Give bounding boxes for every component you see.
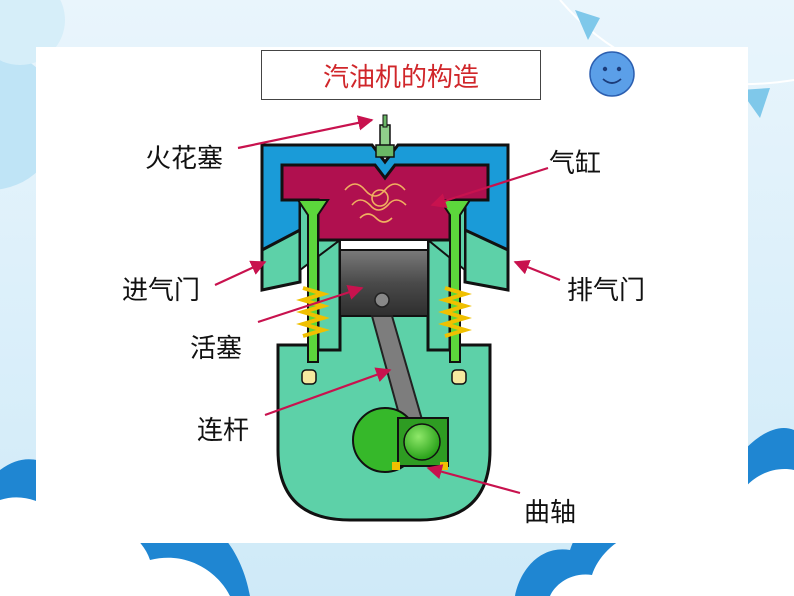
arrow-crankshaft bbox=[426, 464, 521, 495]
intake-valve-assembly bbox=[296, 199, 330, 385]
label-exhaust-valve: 排气门 bbox=[567, 276, 646, 306]
arrow-cylinder bbox=[430, 166, 549, 209]
label-piston: 活塞 bbox=[190, 334, 243, 364]
arrow-connecting-rod bbox=[264, 367, 392, 417]
label-connecting-rod: 连杆 bbox=[197, 416, 250, 446]
intake-port bbox=[260, 227, 302, 292]
arrow-exhaust-valve bbox=[513, 259, 561, 282]
arrow-piston bbox=[257, 284, 364, 324]
exhaust-valve-assembly bbox=[438, 199, 472, 385]
diagram-title: 汽油机的构造 bbox=[261, 50, 541, 100]
spark-plug-icon bbox=[375, 114, 395, 158]
arrow-intake-valve bbox=[214, 260, 267, 286]
label-spark-plug: 火花塞 bbox=[145, 144, 224, 174]
flame-swirl bbox=[344, 183, 407, 223]
arrow-spark-plug bbox=[237, 115, 374, 150]
crankshaft-wheel bbox=[352, 407, 449, 473]
label-intake-valve: 进气门 bbox=[122, 276, 201, 306]
smiley-face-icon bbox=[589, 51, 635, 97]
label-arrows bbox=[214, 115, 561, 495]
label-cylinder: 气缸 bbox=[549, 149, 602, 179]
label-crankshaft: 曲轴 bbox=[524, 498, 577, 528]
